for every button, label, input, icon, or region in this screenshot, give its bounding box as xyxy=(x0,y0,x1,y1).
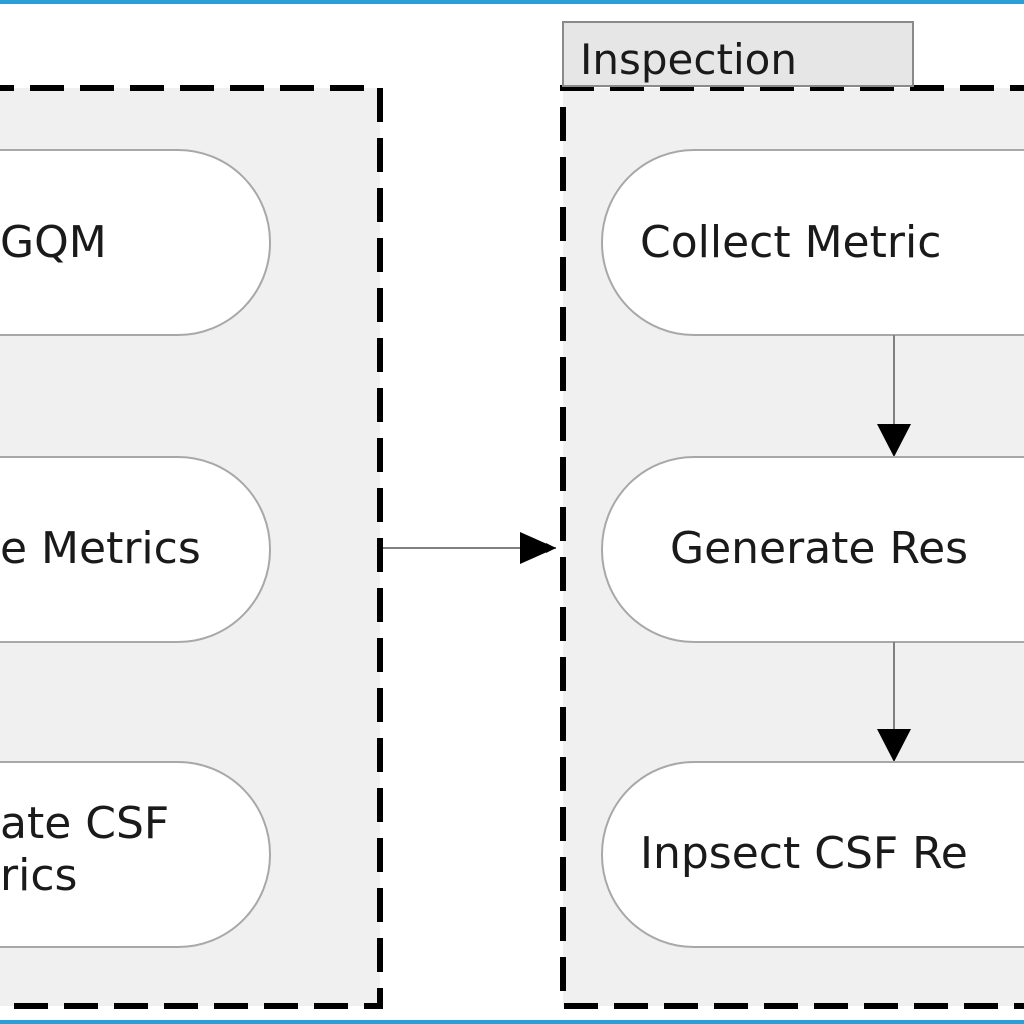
left-node-1[interactable]: GQM xyxy=(0,149,271,336)
right-node-3[interactable]: Inpsect CSF Re xyxy=(601,761,1024,948)
right-panel: Inspection Collect Metric Generate Res xyxy=(560,21,1024,1009)
inspection-tab-label: Inspection xyxy=(580,35,797,84)
left-node-1-label: GQM xyxy=(0,217,107,268)
left-node-3-label: ate CSF rics xyxy=(0,798,183,901)
panel-connector-arrowhead xyxy=(520,532,556,564)
left-panel-border xyxy=(0,85,383,1009)
left-node-3-line-2: rics xyxy=(0,850,77,901)
right-node-1-label: Collect Metric xyxy=(640,217,941,268)
left-node-3[interactable]: ate CSF rics xyxy=(0,761,271,948)
inspection-tab: Inspection xyxy=(562,21,914,87)
right-node-2[interactable]: Generate Res xyxy=(601,456,1024,643)
right-node-1[interactable]: Collect Metric xyxy=(601,149,1024,336)
left-node-2-label: e Metrics xyxy=(0,523,201,574)
bottom-frame-line xyxy=(0,1020,1024,1024)
left-node-2[interactable]: e Metrics xyxy=(0,456,271,643)
left-node-3-line-1: ate CSF xyxy=(0,798,169,849)
right-arrow-1-2-head xyxy=(877,424,911,457)
top-frame-line xyxy=(0,0,1024,4)
right-node-3-label: Inpsect CSF Re xyxy=(640,828,968,879)
left-panel: GQM e Metrics ate CSF rics xyxy=(0,85,383,1009)
right-arrow-2-3-head xyxy=(877,729,911,762)
right-node-2-label: Generate Res xyxy=(670,523,968,574)
